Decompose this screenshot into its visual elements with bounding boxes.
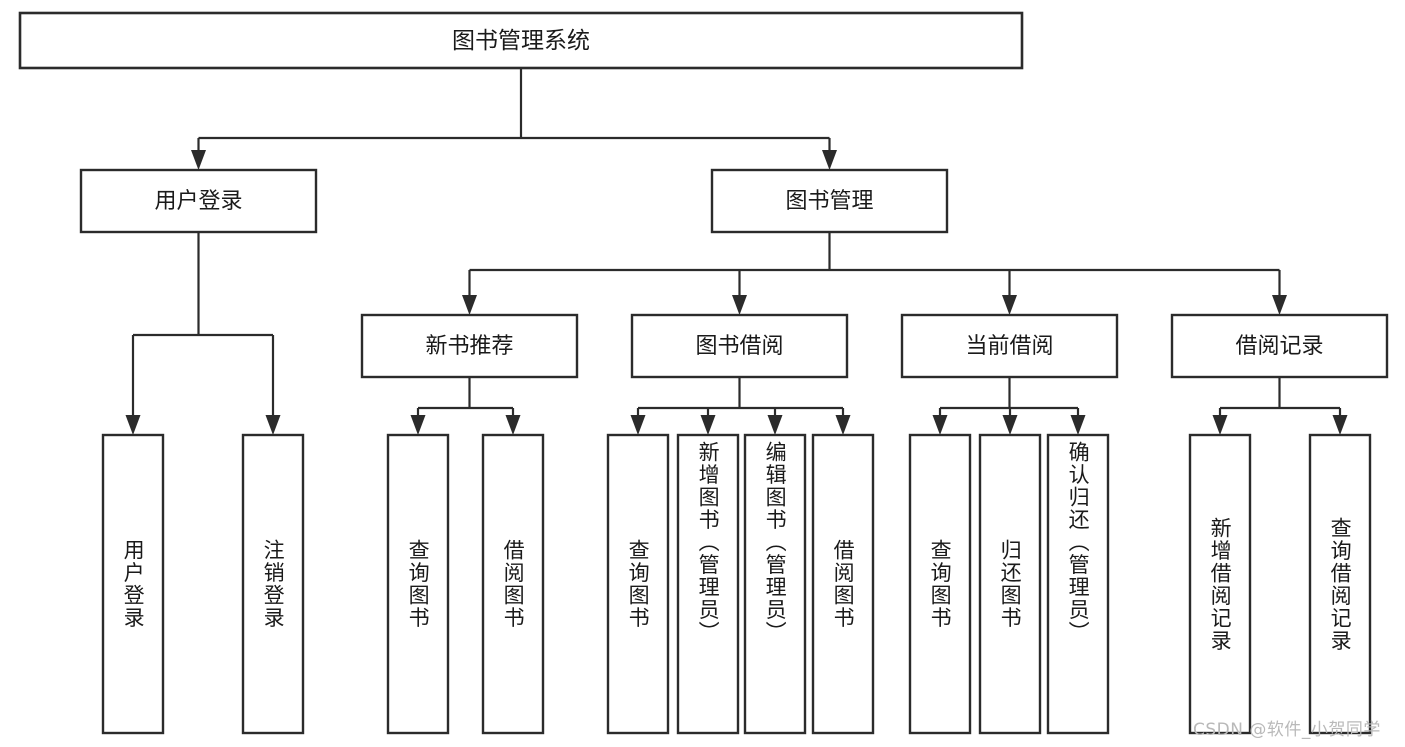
arrow-head-icon — [1332, 415, 1348, 435]
node-box-book-manage[interactable] — [710, 168, 949, 234]
node-box-leaf-cur-confirm-return[interactable] — [1046, 433, 1110, 735]
connector-group — [1212, 377, 1348, 435]
node-label-new-book-rec: 新书推荐 — [425, 334, 513, 359]
watermark-text: CSDN @软件_小贺同学 — [1193, 720, 1381, 740]
node-box-leaf-rec-query-record[interactable] — [1308, 433, 1372, 735]
arrow-head-icon — [835, 415, 851, 435]
node-box-leaf-rec-borrow-book[interactable] — [481, 433, 545, 735]
node-box-leaf-cur-return-book[interactable] — [978, 433, 1042, 735]
node-box-user-login[interactable] — [79, 168, 318, 234]
node-box-leaf-rec-add-record[interactable] — [1188, 433, 1252, 735]
arrow-head-icon — [932, 415, 948, 435]
node-box-book-borrow[interactable] — [630, 313, 849, 379]
arrow-head-icon — [822, 150, 837, 170]
arrow-head-icon — [1002, 415, 1018, 435]
connector-layer — [125, 68, 1348, 435]
arrow-head-icon — [1212, 415, 1228, 435]
connector-group — [410, 377, 521, 435]
connector-group — [932, 377, 1086, 435]
arrow-head-icon — [630, 415, 646, 435]
connector-group — [462, 232, 1287, 315]
node-box-layer — [18, 11, 1389, 735]
node-box-root[interactable] — [18, 11, 1024, 70]
connector-group — [191, 68, 837, 170]
node-box-current-borrow[interactable] — [900, 313, 1119, 379]
arrow-head-icon — [462, 295, 477, 315]
connector-group — [630, 377, 851, 435]
arrow-head-icon — [1272, 295, 1287, 315]
node-label-borrow-record: 借阅记录 — [1235, 334, 1323, 359]
node-box-borrow-record[interactable] — [1170, 313, 1389, 379]
arrow-head-icon — [125, 415, 141, 435]
node-label-current-borrow: 当前借阅 — [965, 334, 1053, 359]
node-box-leaf-borrow-borrow-book[interactable] — [811, 433, 875, 735]
arrow-head-icon — [410, 415, 426, 435]
arrow-head-icon — [767, 415, 783, 435]
node-label-book-borrow: 图书借阅 — [695, 334, 783, 359]
arrow-head-icon — [700, 415, 716, 435]
node-box-leaf-borrow-add-book[interactable] — [676, 433, 740, 735]
connector-group — [125, 232, 281, 435]
node-label-root: 图书管理系统 — [452, 28, 590, 54]
node-box-leaf-borrow-edit-book[interactable] — [743, 433, 807, 735]
node-box-leaf-user-logout[interactable] — [241, 433, 305, 735]
node-box-leaf-cur-query-book[interactable] — [908, 433, 972, 735]
arrow-head-icon — [265, 415, 281, 435]
node-label-book-manage: 图书管理 — [785, 189, 873, 214]
arrow-head-icon — [1002, 295, 1017, 315]
arrow-head-icon — [732, 295, 747, 315]
arrow-head-icon — [191, 150, 206, 170]
node-label-user-login: 用户登录 — [154, 189, 242, 214]
node-box-new-book-rec[interactable] — [360, 313, 579, 379]
node-box-leaf-borrow-query-book[interactable] — [606, 433, 670, 735]
arrow-head-icon — [505, 415, 521, 435]
node-box-leaf-rec-query-book[interactable] — [386, 433, 450, 735]
arrow-head-icon — [1070, 415, 1086, 435]
node-box-leaf-user-login[interactable] — [101, 433, 165, 735]
